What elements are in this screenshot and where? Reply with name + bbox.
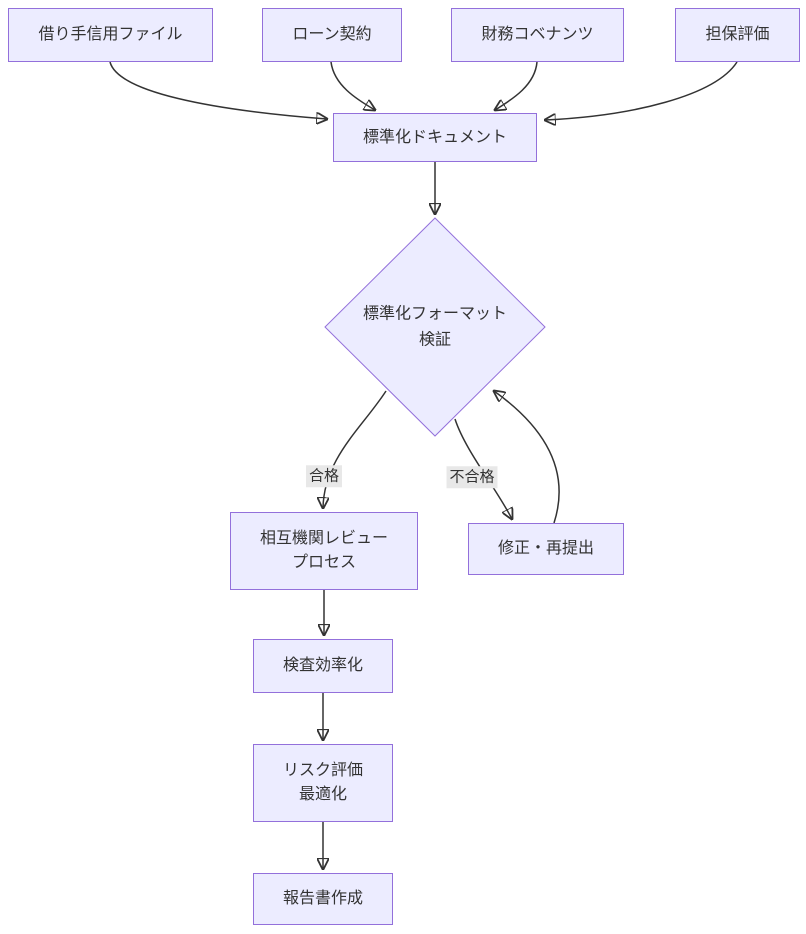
edge-label-fail: 不合格 [446,466,498,488]
node-interagency-review-process-label: 相互機関レビュー プロセス [259,530,388,571]
node-financial-covenants: 財務コベナンツ [451,8,624,62]
node-standardized-document-label: 標準化ドキュメント [362,128,507,146]
node-collateral-evaluation: 担保評価 [675,8,800,62]
node-inspection-efficiency: 検査効率化 [253,639,393,693]
node-format-verification-label: 標準化フォーマット 検証 [362,305,507,348]
node-report-creation-label: 報告書作成 [282,890,363,907]
edge-verification-pass-to-review [323,390,387,508]
node-risk-assessment-optimization-label: リスク評価 最適化 [282,762,363,803]
node-risk-assessment-optimization: リスク評価 最適化 [253,744,393,822]
edge-collateral-to-standardized [545,61,738,120]
node-report-creation: 報告書作成 [253,873,393,925]
node-loan-contract-label: ローン契約 [292,26,372,43]
node-fix-resubmit-label: 修正・再提出 [497,540,594,557]
node-financial-covenants-label: 財務コベナンツ [481,26,594,43]
node-interagency-review-process: 相互機関レビュー プロセス [230,512,418,590]
node-borrower-credit-file-label: 借り手信用ファイル [38,26,183,43]
edge-covenants-to-standardized [495,61,538,110]
edge-borrower-to-standardized [109,61,327,119]
edge-loan-to-standardized [330,61,375,110]
node-loan-contract: ローン契約 [262,8,402,62]
format-verification-diamond [324,217,546,437]
node-collateral-evaluation-label: 担保評価 [705,26,770,43]
node-fix-resubmit: 修正・再提出 [468,523,624,575]
node-inspection-efficiency-label: 検査効率化 [282,657,363,674]
edge-resubmit-to-verification [494,391,560,524]
node-borrower-credit-file: 借り手信用ファイル [8,8,213,62]
node-standardized-document: 標準化ドキュメント [333,113,537,162]
edge-label-pass: 合格 [305,465,343,487]
